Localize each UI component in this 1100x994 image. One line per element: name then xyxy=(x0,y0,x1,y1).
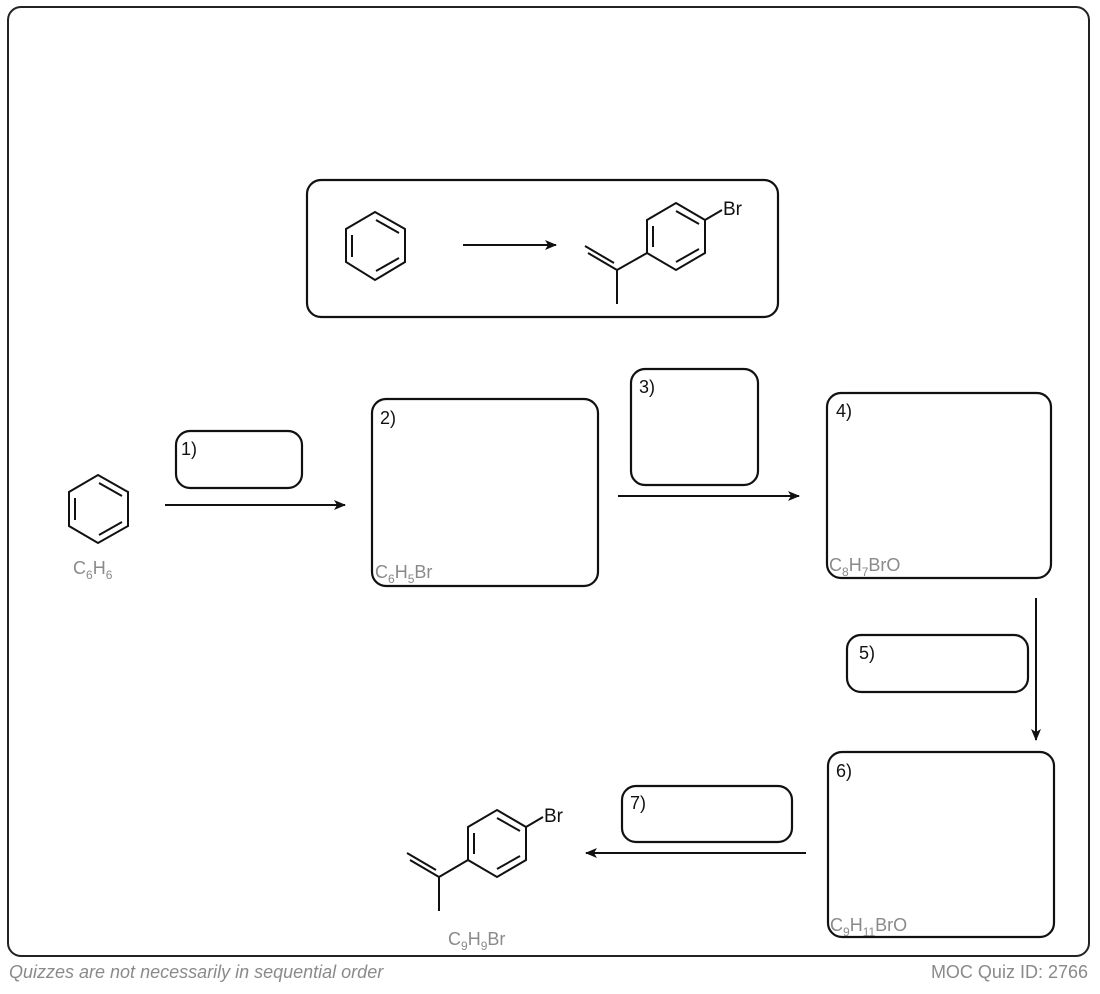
box-2-formula: C6H5Br xyxy=(375,562,432,586)
box-1-label: 1) xyxy=(181,439,197,459)
answer-box-1[interactable]: 1) xyxy=(174,429,304,490)
quiz-frame xyxy=(7,6,1090,957)
answer-box-3[interactable]: 3) xyxy=(629,367,760,487)
box-6-formula: C9H11BrO xyxy=(830,915,907,939)
box-4-label: 4) xyxy=(836,401,852,421)
overview-box: Br xyxy=(305,178,780,319)
product-bromine-label: Br xyxy=(544,806,564,827)
answer-box-5[interactable]: 5) xyxy=(845,633,1030,694)
overview-bromine-label: Br xyxy=(723,199,743,220)
product-formula: C9H9Br xyxy=(448,929,505,953)
answer-box-6[interactable]: 6) C9H11BrO xyxy=(826,750,1056,939)
product-structure xyxy=(406,808,544,911)
box-2-label: 2) xyxy=(380,408,396,428)
answer-box-2[interactable]: 2) C6H5Br xyxy=(370,397,600,588)
box-7-label: 7) xyxy=(630,793,646,813)
answer-box-4[interactable]: 4) C8H7BrO xyxy=(825,391,1053,580)
overview-benzene xyxy=(345,210,406,282)
start-benzene xyxy=(68,473,129,545)
box-4-formula: C8H7BrO xyxy=(829,555,900,579)
box-3-label: 3) xyxy=(639,377,655,397)
start-formula: C6H6 xyxy=(73,558,113,582)
box-5-label: 5) xyxy=(859,643,875,663)
box-6-label: 6) xyxy=(836,761,852,781)
footer-note: Quizzes are not necessarily in sequentia… xyxy=(9,962,384,982)
answer-box-7[interactable]: 7) xyxy=(620,784,794,844)
quiz-id: MOC Quiz ID: 2766 xyxy=(930,962,1088,982)
overview-product-structure xyxy=(584,201,723,304)
